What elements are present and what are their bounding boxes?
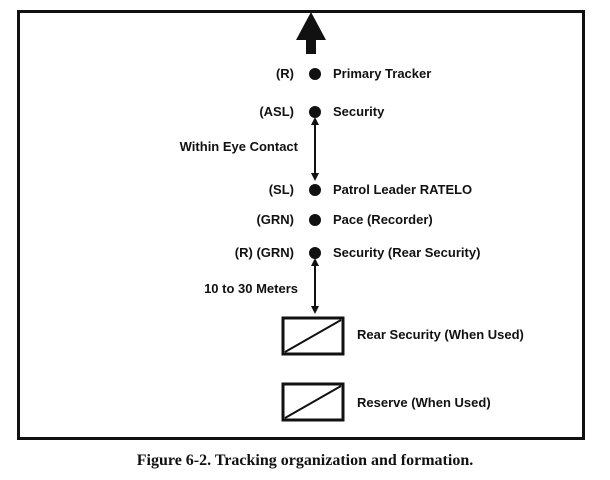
position-label-primary-tracker: Primary Tracker [333, 66, 432, 81]
spacing-label-within-eye-contact: Within Eye Contact [179, 139, 298, 154]
rear-security-box [281, 316, 345, 356]
diagram-frame [17, 10, 585, 440]
position-role-patrol-leader: (SL) [268, 182, 294, 197]
position-role-pace: (GRN) [256, 212, 294, 227]
position-dot-pace [309, 214, 321, 226]
position-dot-security [309, 106, 321, 118]
position-dot-patrol-leader [309, 184, 321, 196]
reserve-box [281, 382, 345, 422]
position-dot-rear-security [309, 247, 321, 259]
element-label-reserve: Reserve (When Used) [357, 395, 491, 410]
position-role-primary-tracker: (R) [275, 66, 294, 81]
position-role-rear-security: (R) (GRN) [234, 245, 294, 260]
position-role-security: (ASL) [259, 104, 294, 119]
up-arrow-icon [296, 12, 326, 54]
element-label-rear-security: Rear Security (When Used) [357, 327, 524, 342]
position-label-patrol-leader: Patrol Leader RATELO [333, 182, 473, 197]
position-dot-primary-tracker [309, 68, 321, 80]
figure-caption: Figure 6-2. Tracking organization and fo… [136, 452, 474, 469]
position-label-rear-security: Security (Rear Security) [333, 245, 481, 260]
position-label-pace: Pace (Recorder) [333, 212, 433, 227]
position-label-security: Security [333, 104, 385, 119]
spacing-label-ten-to-thirty-meters: 10 to 30 Meters [204, 281, 298, 296]
